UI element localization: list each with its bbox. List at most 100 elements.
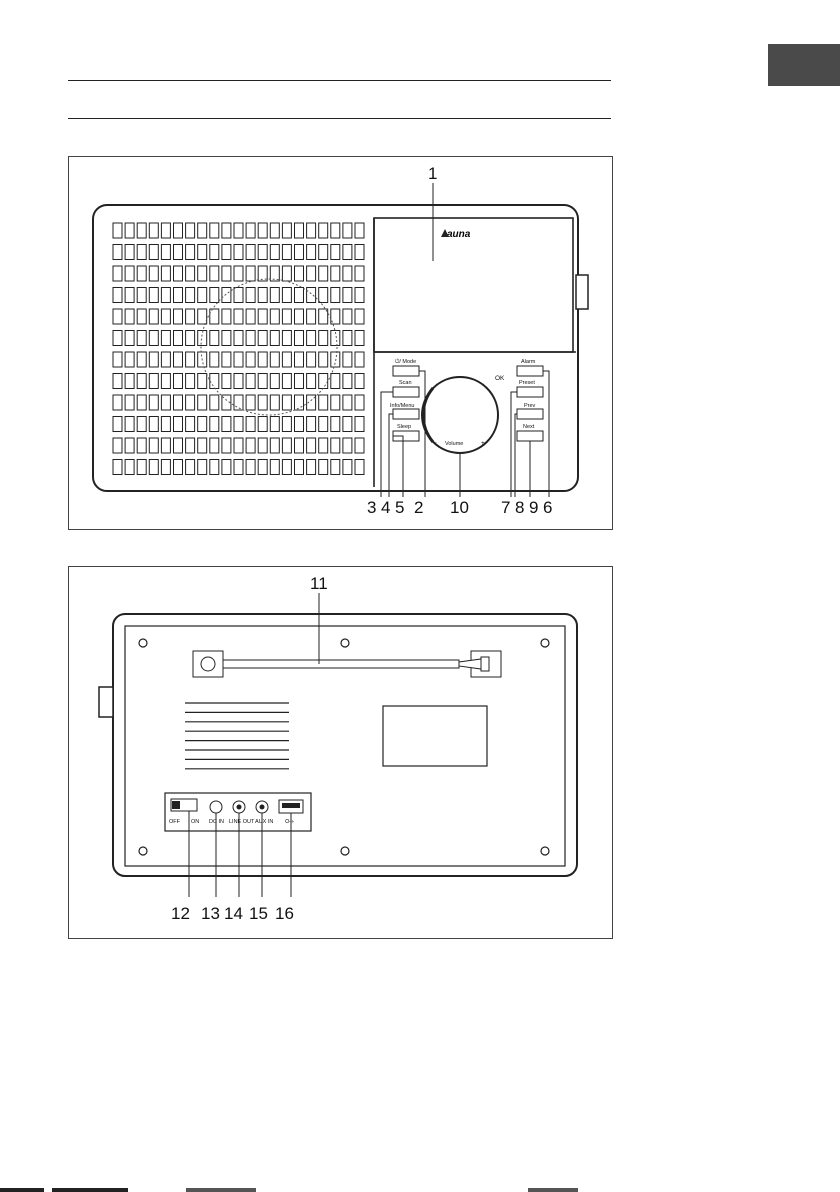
radio-body-front [93,205,578,491]
prev-button[interactable] [517,409,543,419]
grille-slot [186,352,195,367]
grille-slot [186,395,195,410]
grille-slot [161,374,170,389]
grille-slot [137,309,146,324]
grille-slot [295,374,304,389]
next-button[interactable] [517,431,543,441]
grille-slot [234,309,243,324]
grille-slot [331,266,340,281]
grille-slot [331,245,340,260]
usb-label: ⭘⇢ [285,819,294,825]
callout-9: 9 [529,498,538,517]
grille-slot [186,438,195,453]
grille-slot [137,374,146,389]
grille-slot [246,395,255,410]
grille-slot [198,417,207,432]
grille-slot [355,223,364,238]
grille-slot [149,223,158,238]
grille-slot [222,417,231,432]
side-knob-rear [99,687,113,717]
grille-slot [331,417,340,432]
grille-slot [210,223,219,238]
grille-slot [125,309,134,324]
grille-slot [234,331,243,346]
grille-slot [198,460,207,475]
grille-slot [210,460,219,475]
grille-slot [246,374,255,389]
grille-slot [186,374,195,389]
grille-slot [125,460,134,475]
grille-slot [307,460,316,475]
grille-slot [174,417,183,432]
brand-logo: auna [447,229,471,240]
grille-slot [149,417,158,432]
grille-slot [343,245,352,260]
speaker-grille [113,223,364,475]
grille-slot [282,245,291,260]
grille-slot [307,223,316,238]
grille-slot [270,395,279,410]
grille-slot [295,223,304,238]
info-menu-button[interactable] [393,409,419,419]
front-view-diagram: auna OK Volume − + ⏻/ Mode Scan Info/Men… [69,157,612,529]
mode-button[interactable] [393,366,419,376]
grille-slot [149,288,158,303]
grille-slot [355,288,364,303]
grille-slot [125,266,134,281]
grille-slot [137,395,146,410]
grille-slot [198,309,207,324]
scan-button[interactable] [393,387,419,397]
grille-slot [246,438,255,453]
grille-slot [270,331,279,346]
grille-slot [282,395,291,410]
grille-slot [234,395,243,410]
grille-slot [258,460,267,475]
grille-slot [258,245,267,260]
grille-slot [174,223,183,238]
grille-slot [319,245,328,260]
grille-slot [113,331,122,346]
leader-lines-rear [189,593,319,897]
grille-slot [161,288,170,303]
off-label: OFF [169,819,181,825]
grille-slot [198,374,207,389]
grille-slot [186,309,195,324]
preset-button[interactable] [517,387,543,397]
grille-slot [295,395,304,410]
grille-slot [149,266,158,281]
info-menu-label: Info/Menu [390,403,414,409]
grille-slot [295,438,304,453]
grille-slot [149,438,158,453]
grille-slot [125,395,134,410]
scan-label: Scan [399,380,412,386]
grille-slot [137,460,146,475]
grille-slot [161,266,170,281]
grille-slot [307,309,316,324]
grille-slot [246,223,255,238]
grille-slot [258,374,267,389]
callout-14: 14 [224,904,243,923]
grille-slot [174,460,183,475]
grille-slot [319,223,328,238]
grille-slot [355,417,364,432]
grille-slot [186,288,195,303]
grille-slot [270,223,279,238]
grille-slot [125,438,134,453]
grille-slot [222,309,231,324]
grille-slot [210,266,219,281]
grille-slot [258,417,267,432]
grille-slot [258,352,267,367]
side-knob [576,275,588,309]
dc-in-port[interactable] [210,801,222,813]
grille-slot [186,460,195,475]
grille-slot [234,223,243,238]
grille-slot [222,374,231,389]
alarm-button[interactable] [517,366,543,376]
grille-slot [282,288,291,303]
callout-16: 16 [275,904,294,923]
grille-slot [113,395,122,410]
grille-slot [343,374,352,389]
grille-slot [355,460,364,475]
grille-slot [198,223,207,238]
grille-slot [210,245,219,260]
